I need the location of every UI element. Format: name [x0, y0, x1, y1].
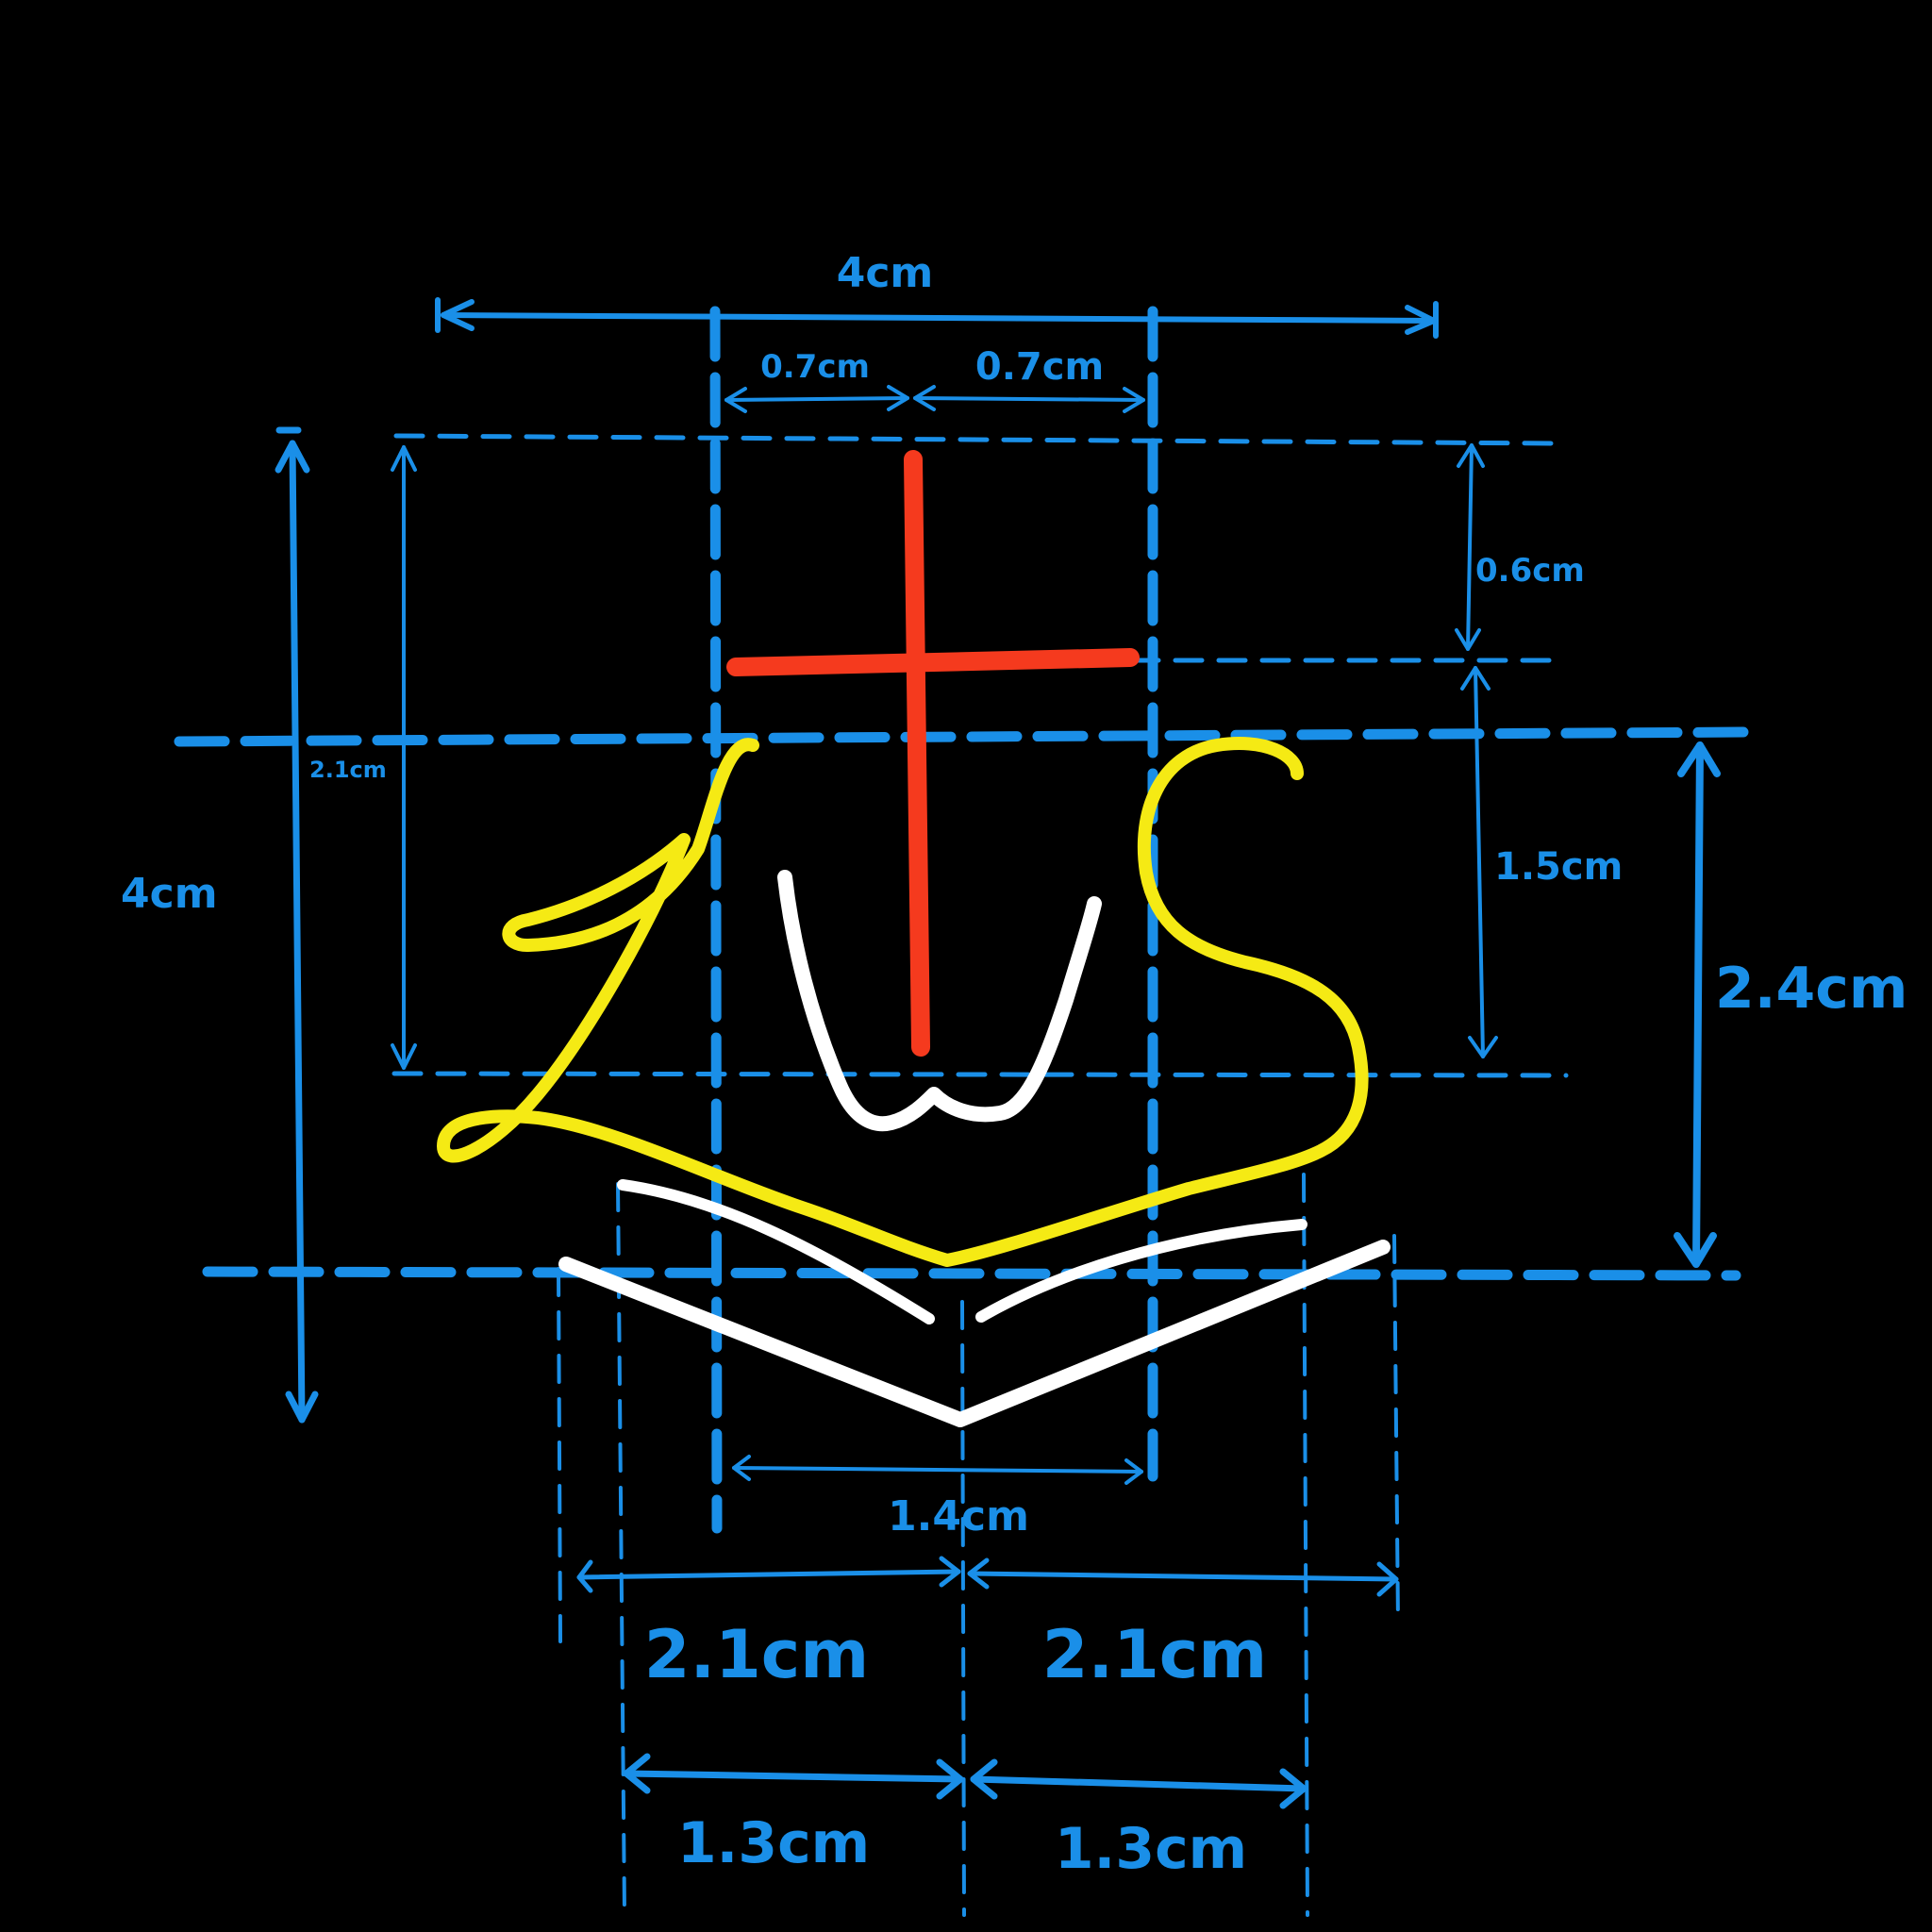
label-bottom-left-wide: 2.1cm: [644, 1616, 869, 1693]
label-top-width: 4cm: [837, 249, 934, 297]
guide-bottom-4: [1302, 1173, 1309, 1917]
dim-right-outer: [1674, 741, 1721, 1268]
label-top-right-half: 0.7cm: [975, 345, 1104, 389]
white-book-page-right-inner: [975, 1219, 1307, 1323]
dimension-labels: 4cm 0.7cm 0.7cm 0.6cm 1.5cm 2.4cm 4cm 2.…: [121, 249, 1907, 1882]
logo-artwork: [437, 450, 1391, 1427]
dim-bottom-center: [732, 1455, 1143, 1485]
label-bottom-center: 1.4cm: [888, 1492, 1029, 1541]
dim-bottom-right-narrow: [970, 1758, 1307, 1809]
label-right-middle: 1.5cm: [1494, 845, 1623, 889]
label-left-outer: 4cm: [121, 870, 218, 918]
label-right-outer: 2.4cm: [1715, 956, 1907, 1022]
white-book-page-left-inner: [617, 1179, 935, 1324]
guide-upper-baseline: [174, 726, 1756, 747]
guide-bottom-2: [616, 1182, 626, 1917]
dim-right-upper: [1455, 443, 1485, 651]
dim-left-inner: [391, 445, 417, 1070]
label-left-inner: 2.1cm: [309, 757, 387, 783]
dim-right-middle: [1460, 666, 1498, 1058]
white-book-page-outer: [558, 1240, 1391, 1427]
dim-bottom-left-wide: [576, 1556, 961, 1593]
guide-bottom-3: [960, 1300, 966, 1917]
guide-bottom-5: [1392, 1234, 1400, 1624]
label-bottom-right-narrow: 1.3cm: [1055, 1816, 1247, 1882]
label-right-upper: 0.6cm: [1475, 552, 1585, 590]
guide-bottom-1: [557, 1267, 562, 1643]
dim-top-width: [435, 297, 1439, 339]
yellow-letter-l: [437, 737, 1369, 1267]
red-cross: [726, 450, 1140, 1057]
dim-left-outer: [275, 426, 319, 1424]
dim-top-right-half: [913, 385, 1145, 413]
dim-bottom-left-narrow: [623, 1753, 964, 1800]
cross-horizontal: [726, 648, 1140, 676]
dim-top-left-half: [724, 385, 909, 413]
white-letter-w: [777, 870, 1102, 1132]
guide-top: [393, 433, 1559, 446]
cross-vertical: [904, 450, 930, 1057]
guide-bottom-baseline: [202, 1266, 1741, 1281]
label-bottom-left-narrow: 1.3cm: [677, 1810, 870, 1876]
guide-mid: [391, 1071, 1569, 1078]
dimension-arrows: [275, 297, 1721, 1809]
label-bottom-right-wide: 2.1cm: [1042, 1616, 1267, 1693]
label-top-left-half: 0.7cm: [760, 348, 870, 386]
dim-bottom-right-wide: [967, 1557, 1399, 1597]
